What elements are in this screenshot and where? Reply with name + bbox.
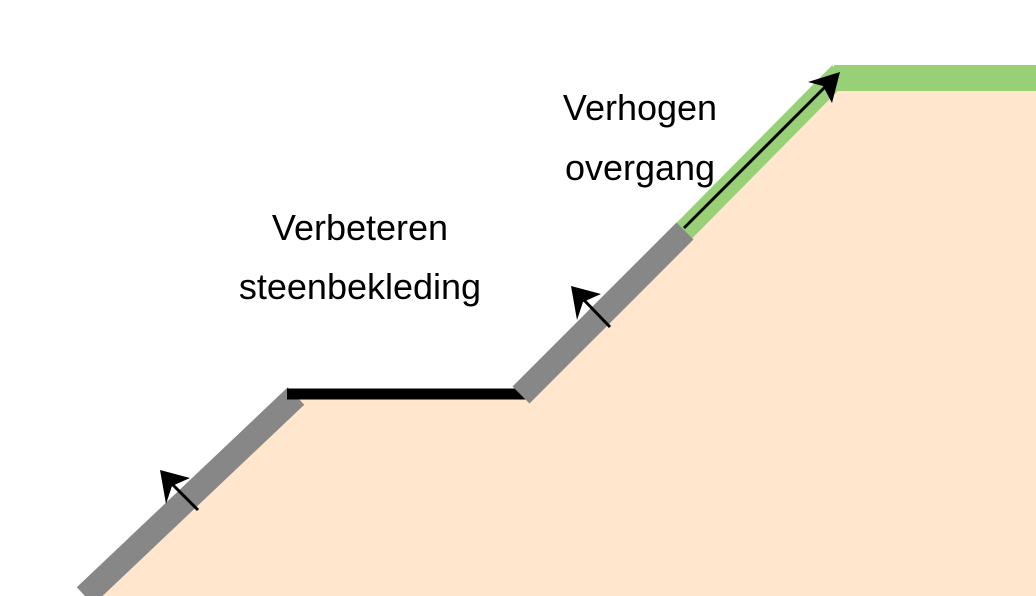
grass-crest — [834, 65, 1036, 91]
label-improve-line1: Verbeteren — [272, 207, 448, 248]
label-improve-line2: steenbekleding — [239, 266, 481, 307]
label-raise-line1: Verhogen — [563, 87, 717, 128]
lower-stone-revetment — [76, 387, 305, 596]
raise-transition-arrow — [682, 72, 840, 230]
upper-stone-revetment — [512, 222, 694, 404]
dike-body — [96, 78, 1036, 596]
label-raise-line2: overgang — [565, 147, 715, 188]
lower-improve-arrow — [160, 470, 200, 512]
upper-improve-arrow — [571, 286, 612, 329]
